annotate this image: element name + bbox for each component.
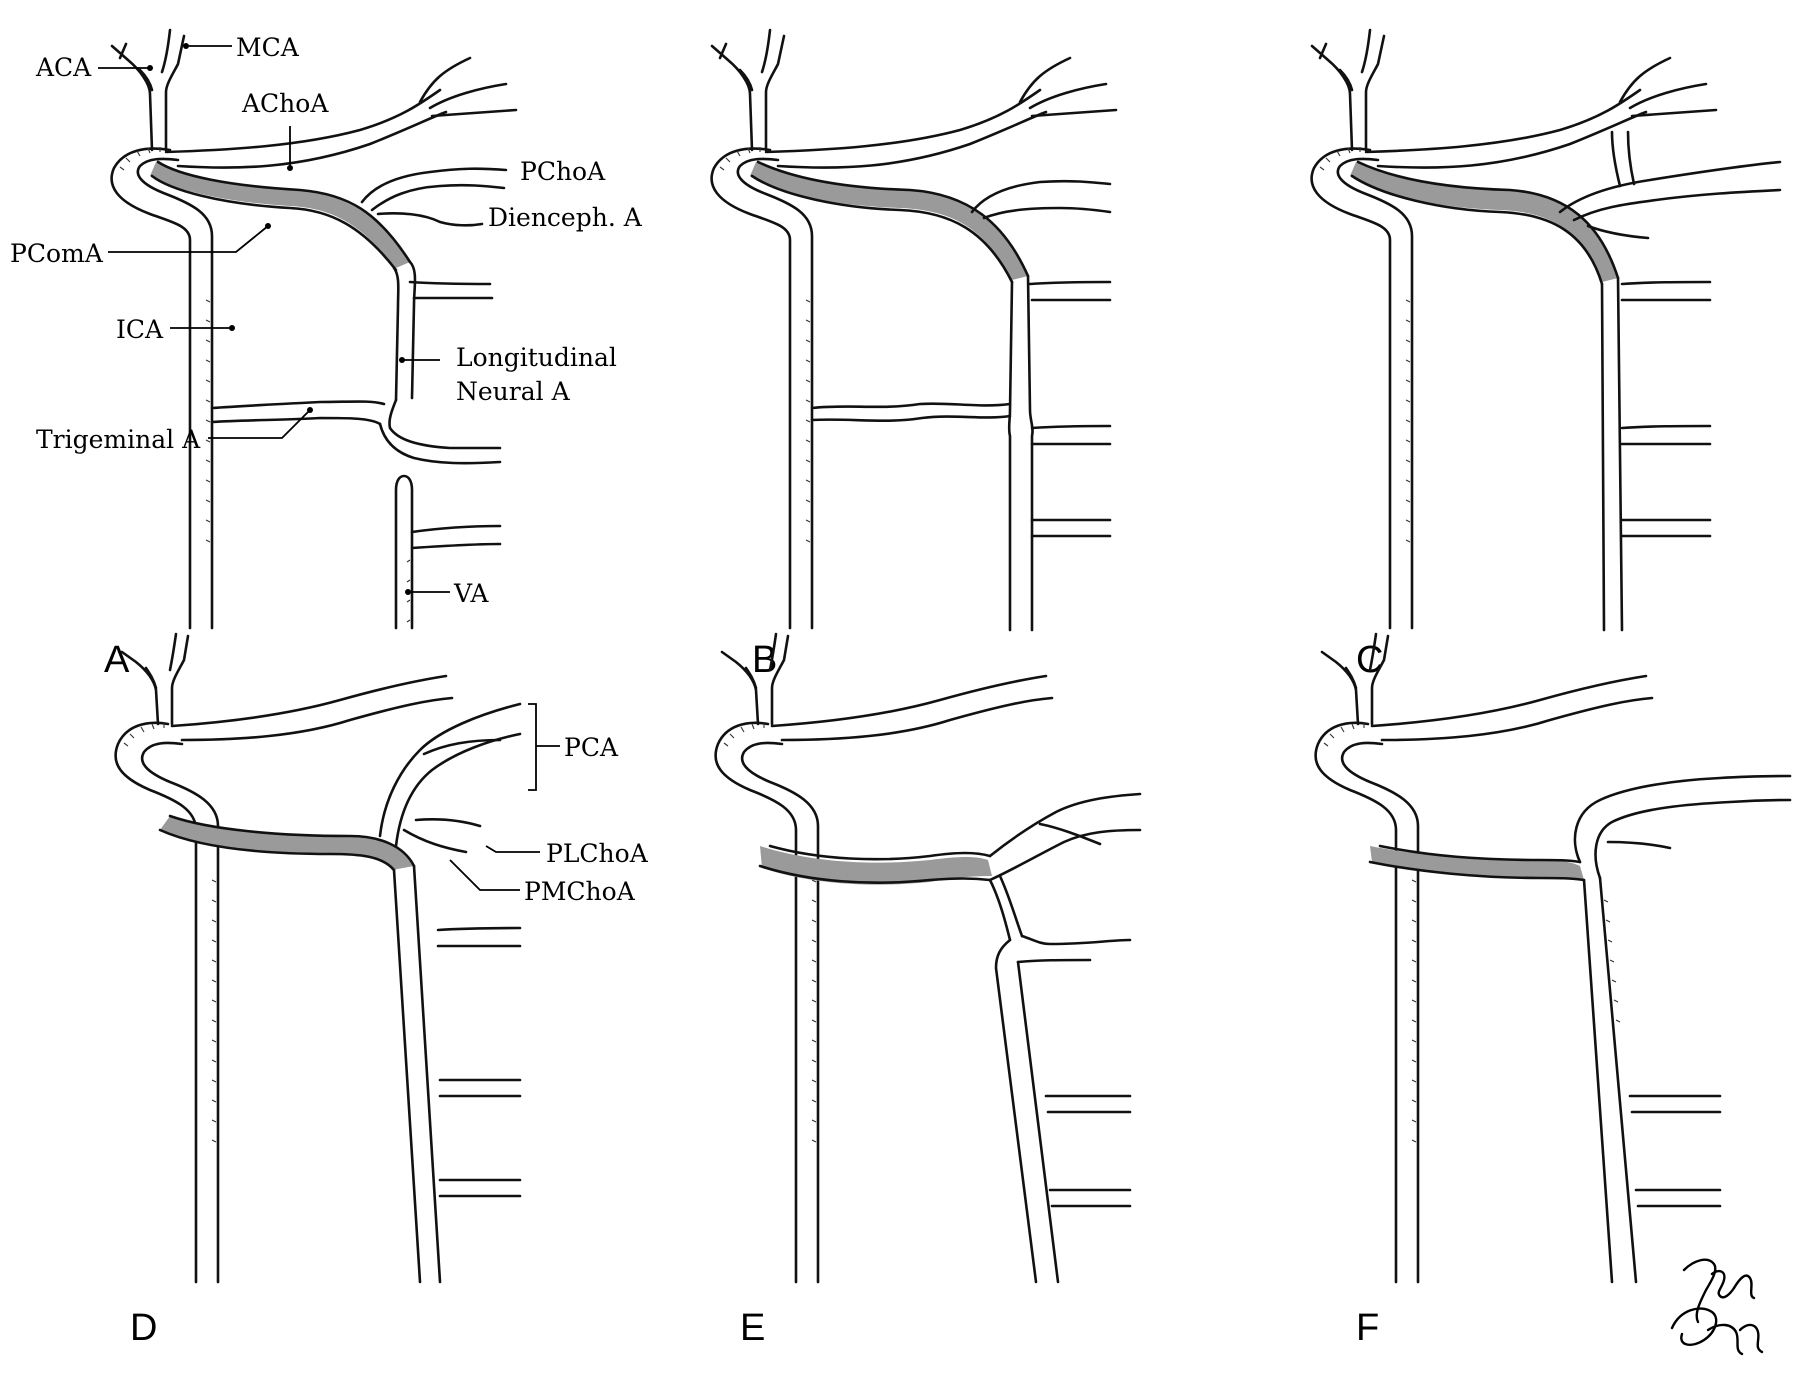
leader-pmchoa (449, 859, 520, 891)
label-pca: PCA (564, 733, 619, 762)
label-trigeminal: Trigeminal A (36, 425, 201, 454)
panel-f: F (1314, 632, 1792, 1349)
panel-a: ACA MCA AChoA PChoA Dienceph. A PComA IC… (10, 28, 643, 681)
panel-letter-d: D (130, 1307, 157, 1349)
label-ica: ICA (116, 315, 164, 344)
label-diencephalic: Dienceph. A (488, 203, 643, 232)
label-longitudinal-1: Longitudinal (456, 343, 617, 372)
panel-letter-e: E (740, 1307, 765, 1349)
label-pmchoa: PMChoA (524, 877, 636, 906)
leader-trigeminal (208, 409, 311, 439)
panel-letter-a: A (104, 639, 130, 681)
panel-e: E (714, 632, 1142, 1349)
label-pchoa: PChoA (520, 157, 606, 186)
label-plchoa: PLChoA (546, 839, 649, 868)
leader-plchoa (485, 845, 540, 853)
leader-pcoma (108, 225, 269, 253)
label-pcoma: PComA (10, 239, 104, 268)
panel-letter-f: F (1356, 1307, 1379, 1349)
panel-b: B (710, 28, 1118, 681)
artist-signature (1670, 1258, 1764, 1356)
label-mca: MCA (236, 33, 300, 62)
label-achoa: AChoA (241, 89, 329, 118)
panel-letter-c: C (1356, 639, 1383, 681)
label-longitudinal-2: Neural A (456, 377, 571, 406)
bracket-pca (528, 703, 560, 791)
label-aca: ACA (35, 53, 92, 82)
panel-d: PCA PLChoA PMChoA D (114, 632, 649, 1349)
panel-c: C (1310, 28, 1782, 681)
label-va: VA (453, 579, 489, 608)
